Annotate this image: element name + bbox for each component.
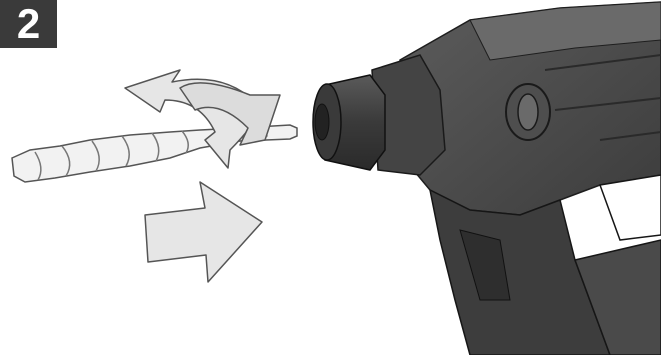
insert-arrow-icon [145,182,262,282]
step-number-badge: 2 [0,0,57,48]
rotary-hammer-icon [313,2,661,355]
